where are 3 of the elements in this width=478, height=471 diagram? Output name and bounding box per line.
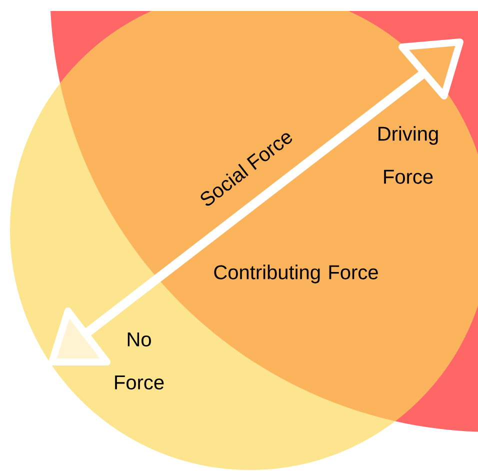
text-label: Driving Force: [378, 126, 438, 184]
text-label: Contributing Force: [214, 264, 378, 284]
text-label: No Force: [115, 332, 164, 390]
